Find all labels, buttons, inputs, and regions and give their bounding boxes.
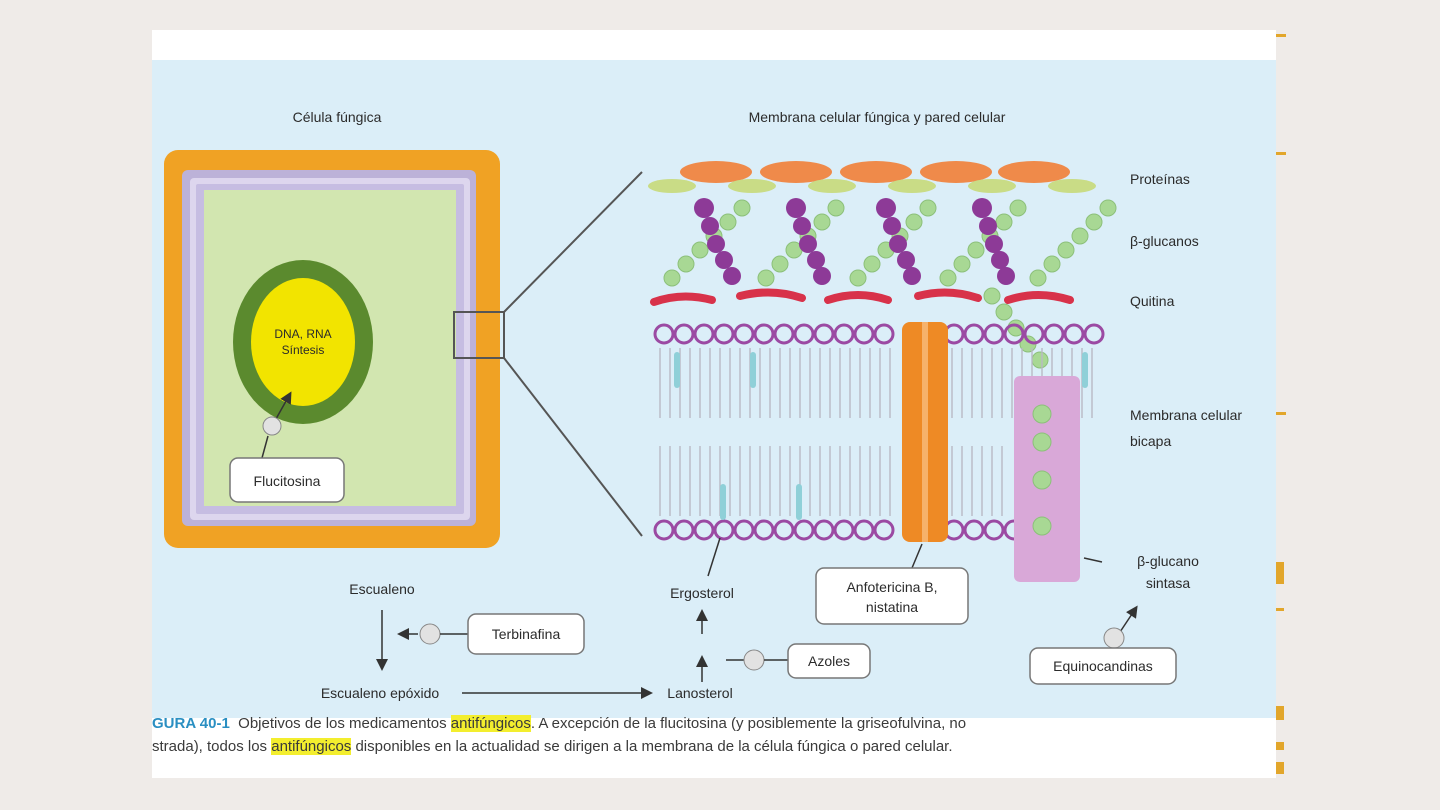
azoles-inhibition-icon <box>743 649 765 671</box>
pathway: Escualeno Terbinafina Escualeno epóxido … <box>321 581 733 701</box>
glucano-sintasa-label-1: β-glucano <box>1137 553 1199 569</box>
membrana-label-1: Membrana celular <box>1130 407 1242 423</box>
equinocandinas-label: Equinocandinas <box>1053 658 1153 674</box>
caption-part-4: disponibles en la actualidad se dirigen … <box>351 738 953 755</box>
beta-glucanos-label: β-glucanos <box>1130 233 1199 249</box>
membrana-label-2: bicapa <box>1130 433 1171 449</box>
glucano-sintasa-label-2: sintasa <box>1146 575 1191 591</box>
caption-part-1: Objetivos de los medicamentos <box>238 715 451 732</box>
escualeno-label: Escualeno <box>349 581 415 597</box>
edge-mark <box>1276 152 1286 155</box>
figure-caption: GURA 40-1 Objetivos de los medicamentos … <box>152 712 1262 758</box>
caption-part-3: strada), todos los <box>152 738 272 755</box>
terbinafina-box <box>467 613 585 655</box>
escualeno-epoxido-label: Escualeno epóxido <box>321 685 440 701</box>
anfotericina-box <box>815 567 969 625</box>
inhibition-icon <box>262 416 282 436</box>
edge-mark <box>1276 562 1284 584</box>
membrane-diagram: Proteínas β-glucanos Quitina Membrana ce… <box>648 161 1242 685</box>
edge-mark <box>1276 412 1286 415</box>
figure-label: GURA 40-1 <box>152 715 230 732</box>
ergosterol-label: Ergosterol <box>670 585 734 601</box>
edge-mark <box>1276 706 1284 720</box>
diagram-svg: Célula fúngica Membrana celular fúngica … <box>164 109 1242 701</box>
equinocandinas-box <box>1029 647 1177 685</box>
nucleus-text-1: DNA, RNA <box>274 327 331 341</box>
flucitosina-label: Flucitosina <box>254 473 321 489</box>
diagram: Célula fúngica Membrana celular fúngica … <box>152 60 1276 718</box>
terbinafina-label: Terbinafina <box>492 626 561 642</box>
edge-mark <box>1276 762 1284 774</box>
caption-highlight-1: antifúngicos <box>450 715 531 732</box>
cell-title: Célula fúngica <box>293 109 382 125</box>
slide: Célula fúngica Membrana celular fúngica … <box>152 30 1276 778</box>
nucleus <box>251 278 355 406</box>
flucitosina-box <box>229 457 345 503</box>
zoom-box <box>453 311 505 359</box>
caption-highlight-2: antifúngicos <box>271 738 352 755</box>
edge-mark <box>1276 608 1284 611</box>
anfotericina-label-1: Anfotericina B, <box>846 579 937 595</box>
anfotericina-label-2: nistatina <box>866 599 918 615</box>
edge-mark <box>1276 742 1284 750</box>
azoles-label: Azoles <box>808 653 850 669</box>
caption-part-2: . A excepción de la flucitosina (y posib… <box>530 715 967 732</box>
lanosterol-label: Lanosterol <box>667 685 732 701</box>
azoles-box <box>787 643 871 679</box>
edge-mark <box>1276 34 1286 37</box>
equinocandinas-inhibition-icon <box>1103 627 1125 649</box>
fungal-cell: DNA, RNA Síntesis Flucitosina <box>164 150 643 548</box>
proteinas-label: Proteínas <box>1130 171 1190 187</box>
terbinafina-inhibition-icon <box>419 623 441 645</box>
nucleus-text-2: Síntesis <box>282 343 325 357</box>
quitina-label: Quitina <box>1130 293 1175 309</box>
membrane-title: Membrana celular fúngica y pared celular <box>749 109 1006 125</box>
